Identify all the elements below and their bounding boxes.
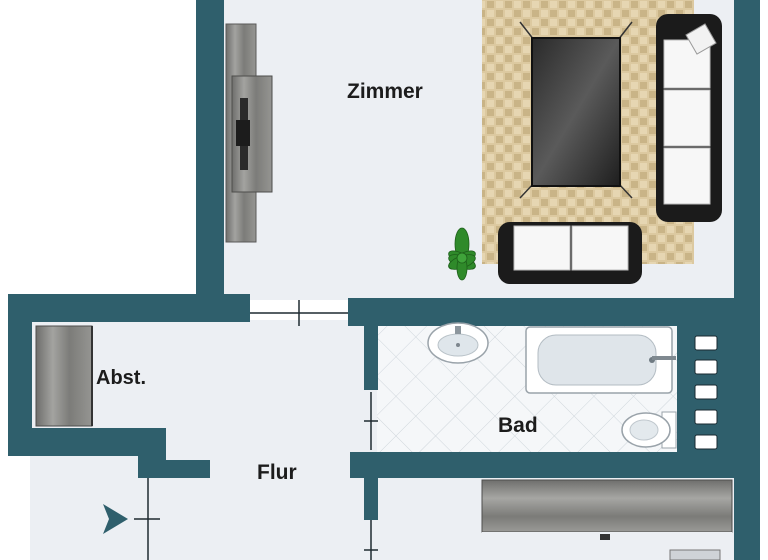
room-label-zimmer: Zimmer <box>347 80 423 103</box>
room-label-abstell: Abst. <box>96 367 146 389</box>
sofa-icon <box>498 222 642 284</box>
walls <box>8 0 760 560</box>
sofa-icon <box>656 14 722 222</box>
coffee-table-icon <box>519 21 633 199</box>
plant-icon <box>448 227 476 281</box>
room-label-flur: Flur <box>257 461 297 484</box>
tv-unit-icon <box>225 23 273 243</box>
wall-vents <box>694 335 718 450</box>
room-label-bad: Bad <box>498 414 538 437</box>
entrance-arrow-icon <box>103 504 128 534</box>
sink-icon <box>427 322 489 364</box>
kitchen-counter <box>481 479 733 560</box>
door-marks <box>134 300 378 560</box>
bathtub-icon <box>525 326 676 394</box>
toilet-icon <box>621 411 677 449</box>
wardrobe-icon <box>35 325 93 427</box>
